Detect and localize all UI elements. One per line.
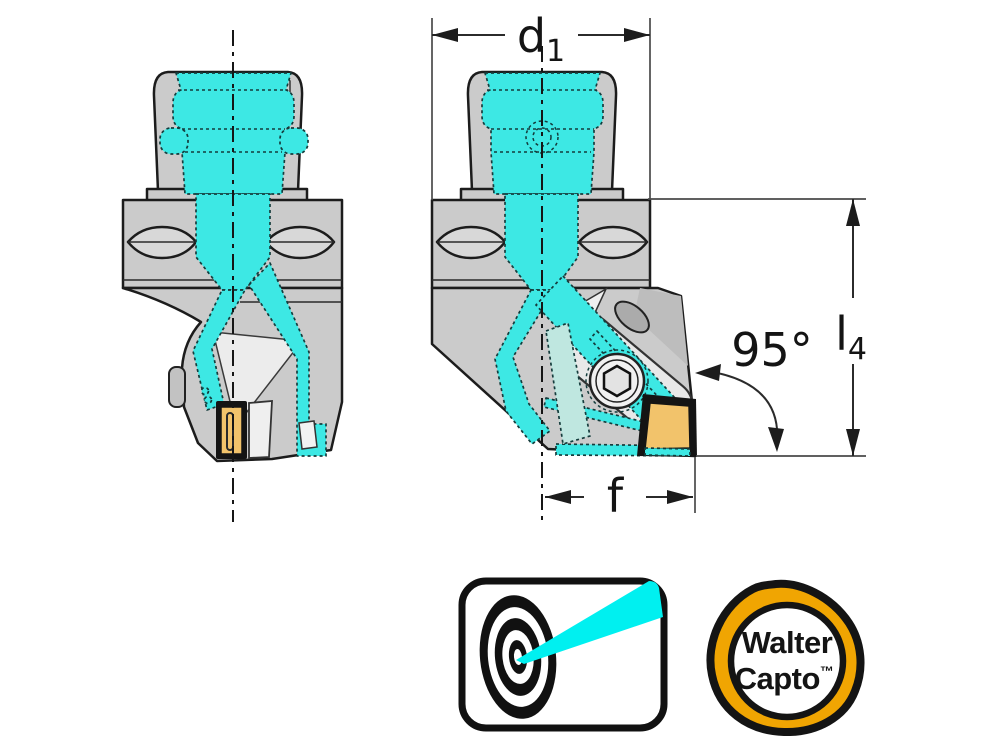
coolant-beam-icon bbox=[516, 581, 663, 664]
right-view bbox=[430, 46, 697, 522]
l4-arrow-top bbox=[846, 199, 860, 226]
right-insert-coolant-strip bbox=[644, 447, 691, 457]
f-arrow-left bbox=[545, 490, 571, 504]
dimension-d1: d1 bbox=[431, 9, 651, 200]
left-coolant-column bbox=[195, 193, 271, 291]
angle-arc bbox=[706, 370, 779, 444]
l4-label: l4 bbox=[835, 307, 867, 367]
l4-arrow-bottom bbox=[846, 429, 860, 456]
right-coolant-branch-a bbox=[494, 289, 555, 445]
capto-inner-circle bbox=[727, 601, 847, 721]
d1-arrow-left bbox=[432, 28, 458, 42]
bullseye-icon bbox=[479, 595, 557, 719]
left-coolant-nub-right bbox=[279, 127, 309, 155]
left-coolant-nozzle-1 bbox=[200, 386, 210, 396]
right-coolant-pale-band bbox=[545, 322, 591, 445]
left-view bbox=[121, 30, 344, 522]
dimension-l4: l4 bbox=[648, 198, 867, 457]
d1-arrow-right bbox=[624, 28, 650, 42]
capto-text-line2: Capto™ bbox=[735, 661, 834, 696]
walter-capto-logo: Walter Capto™ bbox=[706, 579, 865, 736]
right-head-shading bbox=[634, 288, 688, 366]
right-insert bbox=[644, 402, 691, 450]
dimension-f: f bbox=[545, 457, 696, 523]
left-coolant-nub-left bbox=[159, 127, 189, 155]
dimension-angle-95: 95° bbox=[695, 323, 813, 452]
left-coolant-nozzle-2 bbox=[203, 395, 213, 405]
f-arrow-right bbox=[667, 490, 693, 504]
screw-hex-socket bbox=[602, 364, 632, 398]
angle-arrow-down bbox=[768, 427, 784, 452]
angle-arrow-left bbox=[695, 364, 721, 381]
screw-head-ring bbox=[595, 359, 639, 403]
d1-label: d1 bbox=[517, 9, 565, 69]
f-label: f bbox=[607, 469, 625, 523]
left-side-tab bbox=[168, 366, 186, 408]
precision-coolant-logo bbox=[458, 577, 668, 732]
left-coolant-branch-right bbox=[248, 262, 327, 457]
left-shim-face bbox=[248, 400, 273, 459]
right-clamp-nose bbox=[614, 300, 650, 334]
left-foot-notch bbox=[298, 420, 318, 450]
left-insert-groove bbox=[226, 412, 234, 451]
capto-text-line1: Walter bbox=[742, 625, 833, 660]
angle-label: 95° bbox=[731, 323, 813, 377]
screw-coolant-ring bbox=[585, 349, 649, 413]
dimension-annotations: d1 l4 f 95° bbox=[431, 9, 867, 523]
